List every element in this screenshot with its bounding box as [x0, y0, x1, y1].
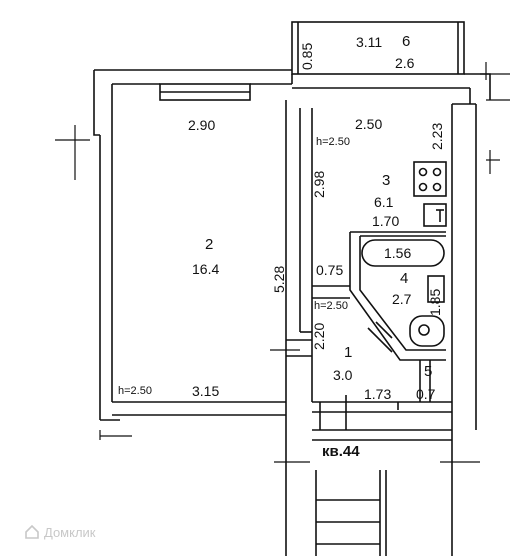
balcony-outline — [291, 21, 465, 75]
bathtub — [361, 239, 445, 267]
height-kitchen: h=2.50 — [316, 136, 350, 148]
dim-kitchen-depth: 2.98 — [311, 170, 327, 198]
dim-hall-depth: 2.20 — [311, 322, 327, 350]
toilet — [409, 315, 445, 347]
balcony — [291, 21, 465, 75]
room4-area: 2.7 — [392, 291, 412, 307]
watermark: Домклик — [24, 524, 96, 540]
dim-bath-gap: 0.75 — [316, 262, 344, 278]
room5-number: 5 — [424, 363, 433, 380]
fixtures — [361, 161, 447, 353]
room3-number: 3 — [382, 172, 391, 189]
dim-room2-width: 2.90 — [188, 117, 216, 133]
house-logo-icon — [25, 524, 39, 539]
dim-room2-length: 5.28 — [271, 265, 287, 293]
height-hall: h=2.50 — [314, 300, 348, 312]
room1-area: 3.0 — [333, 367, 353, 383]
dim-room2-bottom: 3.15 — [192, 383, 220, 399]
watermark-text: Домклик — [44, 524, 96, 540]
interior-walls — [112, 100, 452, 556]
dim-kitchen-width: 2.50 — [355, 116, 383, 132]
height-room2: h=2.50 — [118, 385, 152, 397]
room6-number: 6 — [402, 33, 411, 50]
door-marks — [286, 339, 399, 430]
room2-area: 16.4 — [192, 261, 220, 277]
dimension-ticks — [55, 62, 510, 463]
dim-tub: 1.56 — [384, 245, 412, 261]
dim-kitchen-side: 2.23 — [429, 122, 445, 150]
room5-area: 0.7 — [416, 386, 436, 402]
dim-bath-width: 1.70 — [372, 213, 400, 229]
outer-walls — [93, 69, 491, 556]
room3-area: 6.1 — [374, 194, 394, 210]
washbasin — [427, 275, 445, 303]
dim-bath-depth: 1.85 — [427, 288, 443, 316]
room1-number: 1 — [344, 344, 353, 361]
room2-number: 2 — [205, 236, 214, 253]
dim-balcony-width: 3.11 — [356, 34, 383, 50]
kitchen-sink — [423, 203, 447, 227]
dim-hall-width: 1.73 — [364, 386, 392, 402]
dim-balcony-depth: 0.85 — [299, 42, 315, 70]
room4-number: 4 — [400, 270, 409, 287]
room6-area: 2.6 — [395, 55, 415, 71]
staircase — [315, 470, 387, 556]
apartment-label: кв.44 — [322, 443, 360, 460]
stove — [413, 161, 447, 197]
